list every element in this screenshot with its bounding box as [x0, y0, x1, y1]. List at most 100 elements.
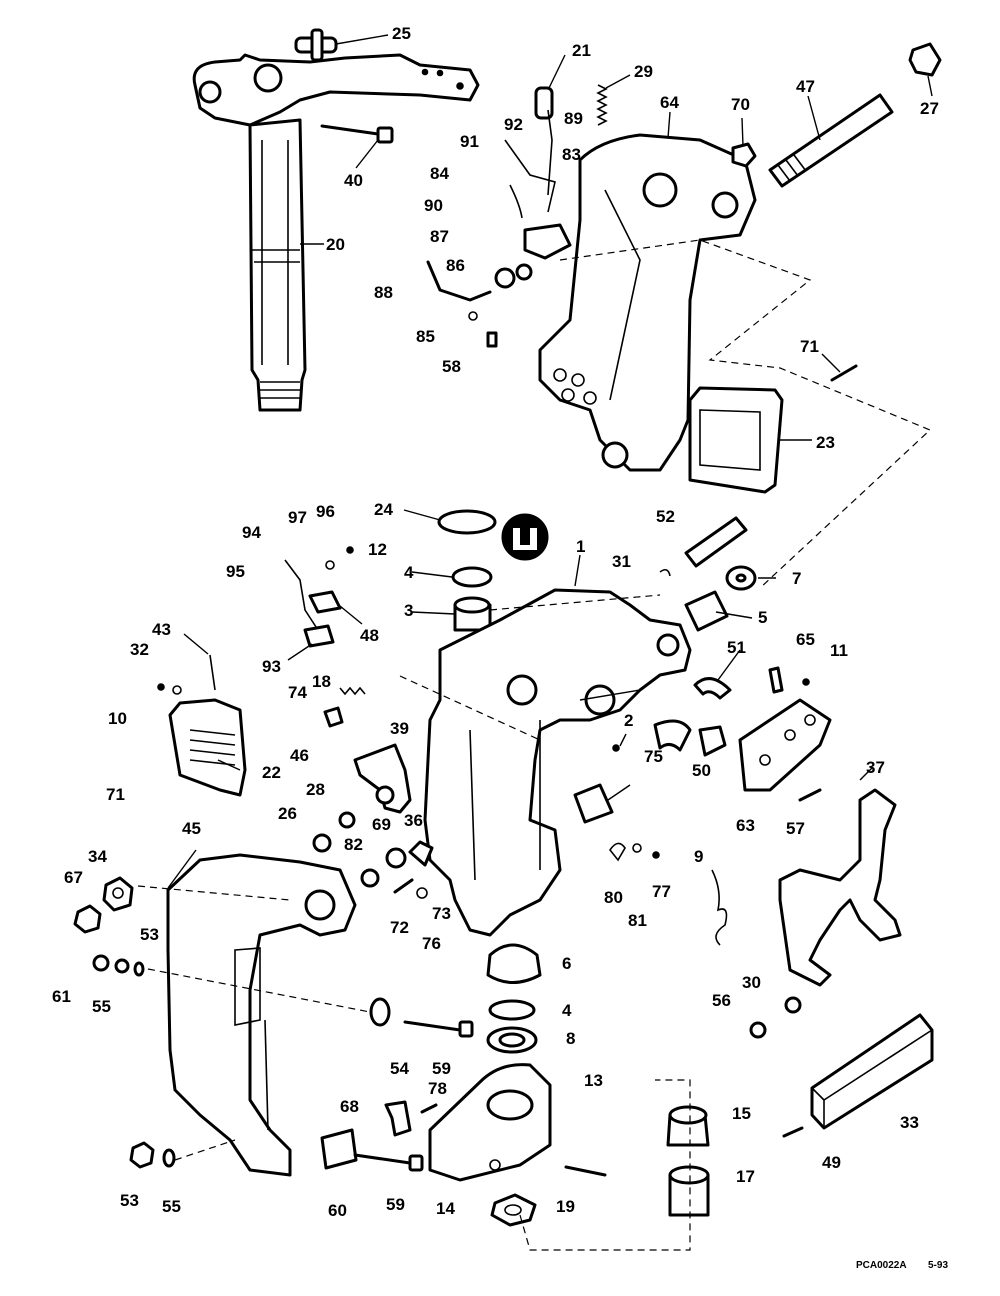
part-2-screw	[612, 744, 620, 752]
part-25-fitting	[294, 28, 338, 62]
callout-18: 18	[312, 672, 331, 691]
callout-50: 50	[692, 761, 711, 780]
callout-17: 17	[736, 1167, 755, 1186]
callout-53-bottom: 53	[120, 1191, 139, 1210]
part-21-pin	[534, 86, 554, 120]
callout-80: 80	[604, 888, 623, 907]
part-11-screw	[802, 678, 810, 686]
callout-40: 40	[344, 171, 363, 190]
part-20-steering-shaft	[192, 53, 480, 412]
part-8-bearing	[486, 1026, 538, 1054]
parts-80-81-77	[609, 842, 660, 862]
callout-20: 20	[326, 235, 345, 254]
callout-87: 87	[430, 227, 449, 246]
part-59-bolt-upper	[403, 1020, 474, 1038]
part-75-bracket	[653, 719, 692, 752]
callout-36: 36	[404, 811, 423, 830]
callout-56: 56	[712, 991, 731, 1010]
callout-28: 28	[306, 780, 325, 799]
callout-14: 14	[436, 1199, 455, 1218]
callout-78: 78	[428, 1079, 447, 1098]
callout-37: 37	[866, 758, 885, 777]
parts-43-32-10-clip	[157, 654, 216, 695]
part-47-tilt-tube	[768, 93, 894, 188]
callout-73: 73	[432, 904, 451, 923]
callout-48: 48	[360, 626, 379, 645]
callout-90: 90	[424, 196, 443, 215]
callout-32: 32	[130, 640, 149, 659]
part-45-clamp-bracket	[166, 853, 357, 1177]
part-49-screw	[782, 1126, 804, 1138]
callout-12: 12	[368, 540, 387, 559]
callout-29: 29	[634, 62, 653, 81]
part-33-block	[810, 1013, 934, 1130]
part-60-plate	[320, 1128, 358, 1170]
part-13-housing	[428, 1063, 552, 1182]
part-18-spring	[339, 686, 366, 696]
callout-86: 86	[446, 256, 465, 275]
part-30-nut	[784, 996, 802, 1014]
part-71-screw	[830, 364, 858, 382]
callout-71-left: 71	[106, 785, 125, 804]
callout-22: 22	[262, 763, 281, 782]
callout-9: 9	[694, 847, 703, 866]
callout-59-lower: 59	[386, 1195, 405, 1214]
callout-81: 81	[628, 911, 647, 930]
part-31-clip	[659, 568, 671, 577]
callout-2: 2	[624, 711, 633, 730]
callout-46: 46	[290, 746, 309, 765]
hardware-cluster	[312, 811, 434, 899]
callout-34: 34	[88, 847, 107, 866]
callout-77: 77	[652, 882, 671, 901]
callout-51: 51	[727, 638, 746, 657]
callout-85: 85	[416, 327, 435, 346]
callout-23: 23	[816, 433, 835, 452]
part-70-nut	[731, 142, 757, 168]
callout-74: 74	[288, 683, 307, 702]
drawing-code: PCA0022A	[856, 1260, 907, 1271]
part-6-cap	[486, 943, 542, 984]
part-37-tilt-lever	[778, 788, 902, 987]
part-15-bushing	[666, 1105, 710, 1147]
part-5-bushing-upper	[684, 590, 729, 632]
callout-68: 68	[340, 1097, 359, 1116]
callout-67: 67	[64, 868, 83, 887]
callout-4-top: 4	[404, 563, 414, 582]
callout-1: 1	[576, 537, 585, 556]
part-3-bushing	[453, 596, 492, 632]
callout-55-bottom: 55	[162, 1197, 181, 1216]
part-40-bolt	[320, 124, 394, 144]
part-50-bracket	[698, 725, 727, 757]
callout-89: 89	[564, 109, 583, 128]
callout-labels: 25 21 29 64 70 47 27 40 92 89 91 83 84 9…	[52, 24, 948, 1271]
part-22-cover	[168, 698, 247, 797]
part-27-nut	[908, 42, 942, 77]
part-7-washer	[725, 565, 757, 591]
leader-lines	[167, 34, 933, 889]
callout-33: 33	[900, 1113, 919, 1132]
callout-64: 64	[660, 93, 679, 112]
callout-25: 25	[392, 24, 411, 43]
callout-59-upper: 59	[432, 1059, 451, 1078]
callout-27: 27	[920, 99, 939, 118]
callout-55-left: 55	[92, 997, 111, 1016]
part-52-pin	[684, 516, 748, 568]
parts-83-92-linkage	[426, 109, 572, 348]
callout-15: 15	[732, 1104, 751, 1123]
callout-58: 58	[442, 357, 461, 376]
part-59-bolt-lower	[353, 1153, 424, 1172]
part-78-screw	[420, 1103, 438, 1114]
callout-84: 84	[430, 164, 449, 183]
callout-11: 11	[830, 641, 848, 660]
callout-45: 45	[182, 819, 201, 838]
callout-13: 13	[584, 1071, 603, 1090]
callout-88: 88	[374, 283, 393, 302]
callout-53-left: 53	[140, 925, 159, 944]
callout-21: 21	[572, 41, 591, 60]
callout-26: 26	[278, 804, 297, 823]
part-64-swivel-bracket	[538, 133, 757, 472]
part-1-stern-bracket	[423, 588, 692, 937]
callout-30: 30	[742, 973, 761, 992]
drawing-date: 5-93	[928, 1260, 948, 1271]
callout-69: 69	[372, 815, 391, 834]
